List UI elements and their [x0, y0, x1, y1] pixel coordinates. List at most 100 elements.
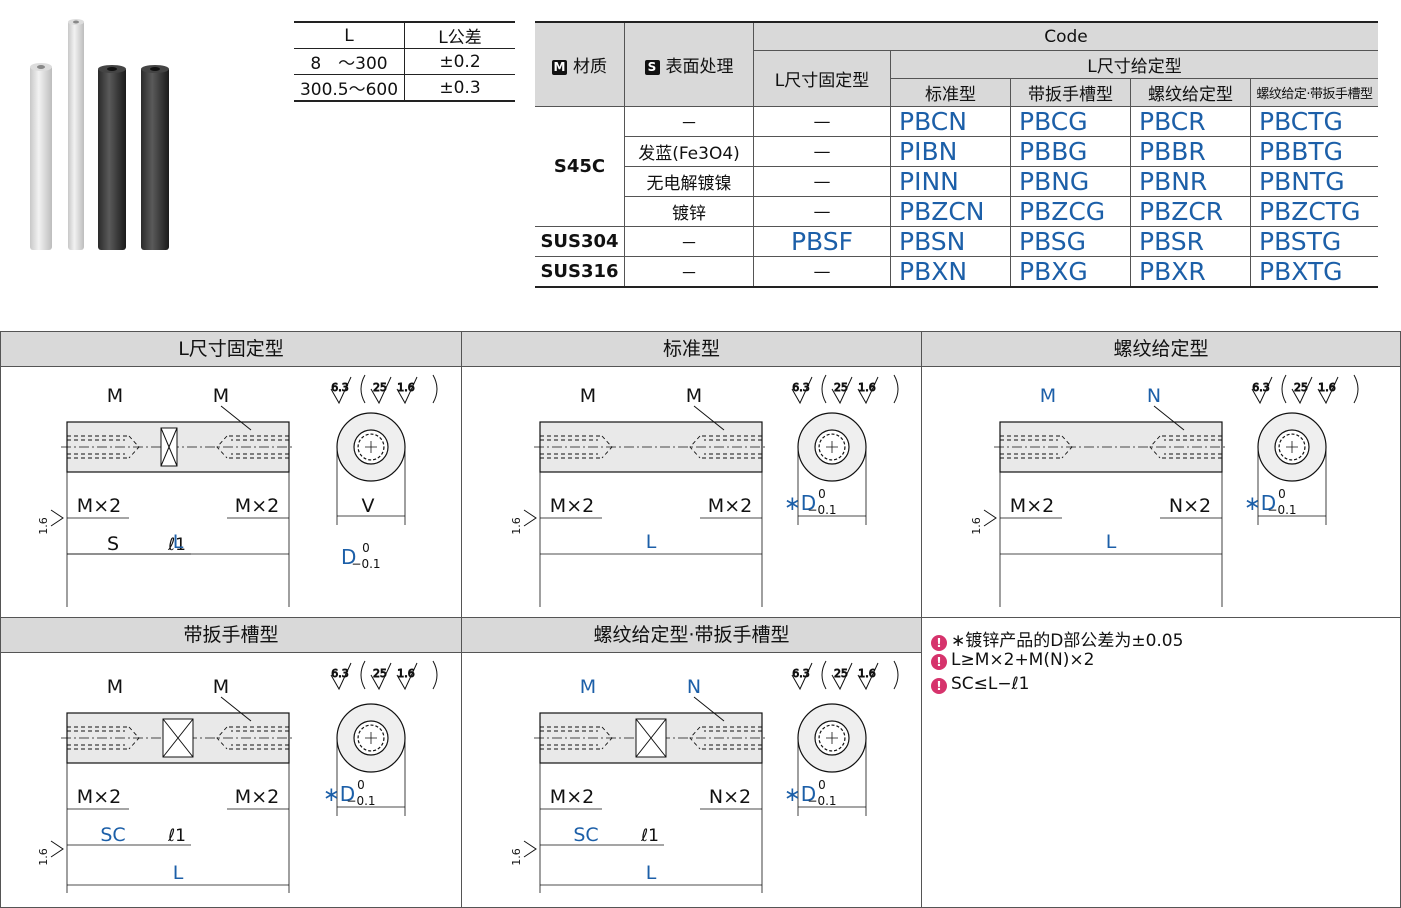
code-cell: PBBTG [1250, 136, 1378, 167]
tolerance-lower: −0.1 [351, 557, 380, 571]
thread-label-m: M [1040, 385, 1056, 407]
code-cell: PBSN [890, 226, 1011, 257]
code-cell: PBBG [1010, 136, 1131, 167]
material-m-icon: M [552, 60, 567, 75]
tolerance-lower: −0.1 [346, 794, 375, 808]
fixed-code: — [753, 256, 891, 288]
code-cell: PBXR [1130, 256, 1251, 288]
dim-v: V [362, 495, 375, 517]
dim-length: L [1106, 531, 1117, 553]
roughness-value: 25 [1294, 381, 1308, 394]
material-s45c: S45C [535, 106, 625, 227]
roughness-value: 25 [834, 667, 848, 680]
dim-s: S [107, 533, 119, 555]
roughness-value: 1.6 [37, 517, 50, 535]
sub-header-wrench: 带扳手槽型 [1010, 78, 1131, 107]
tolerance-upper: 0 [818, 487, 826, 501]
roughness-value: 25 [834, 381, 848, 394]
tolerance-lower: −0.1 [807, 503, 836, 517]
tolerance-lower: −0.1 [1267, 503, 1296, 517]
tolerance-upper: 0 [362, 541, 370, 555]
roughness-symbol: 6.3 25 1.6 [330, 660, 438, 691]
fixed-code: — [753, 136, 891, 167]
thread-hidden-lines [540, 726, 762, 750]
code-cell: PBXN [890, 256, 1011, 288]
code-cell: PBBR [1130, 136, 1251, 167]
tolerance-upper: 0 [1278, 487, 1286, 501]
roughness-value: 25 [373, 667, 387, 680]
tol-header-l: L [294, 21, 405, 49]
panel-title-thread-wrench: 螺纹给定型·带扳手槽型 [462, 618, 921, 653]
roughness-value: 1.6 [858, 381, 876, 394]
fixed-code: PBSF [753, 226, 891, 257]
surface-cell: － [624, 106, 754, 137]
fixed-type-header: L尺寸固定型 [753, 50, 891, 107]
surface-s-icon: S [644, 60, 660, 75]
code-cell: PINN [890, 166, 1011, 197]
tol-range: 300.5～600 [294, 74, 405, 102]
surface-cell: 无电解镀镍 [624, 166, 754, 197]
roughness-value: 1.6 [1318, 381, 1336, 394]
end-view-circle [1257, 412, 1327, 482]
dim-length: L [173, 862, 184, 884]
thread-label-n: M [213, 676, 229, 698]
panel-title-standard: 标准型 [462, 332, 921, 367]
tolerance-upper: 0 [357, 778, 365, 792]
thread-hidden-lines [1000, 435, 1222, 459]
code-cell: PBSG [1010, 226, 1131, 257]
diameter-label: ∗D [1244, 491, 1276, 515]
fixed-code: — [753, 166, 891, 197]
dim-nx2: M×2 [708, 495, 752, 517]
code-cell: PBSR [1130, 226, 1251, 257]
fixed-code: — [753, 106, 891, 137]
roughness-value: 6.3 [1252, 381, 1270, 394]
code-header: Code [753, 21, 1378, 51]
tol-range: 8 ～300 [294, 48, 405, 75]
thread-hidden-lines [67, 726, 289, 750]
surface-cell: 镀锌 [624, 196, 754, 227]
fixed-code: — [753, 196, 891, 227]
tol-header-tolerance: L公差 [404, 21, 515, 49]
diameter-label: ∗D [323, 782, 355, 806]
roughness-value: 6.3 [331, 381, 349, 394]
roughness-value: 1.6 [510, 517, 523, 535]
dim-mx2: M×2 [77, 786, 121, 808]
sub-header-thread: 螺纹给定型 [1130, 78, 1251, 107]
code-cell: PBZCR [1130, 196, 1251, 227]
dim-nx2: N×2 [709, 786, 751, 808]
roughness-symbol: 6.3 25 1.6 [330, 374, 438, 405]
code-cell: PBZCTG [1250, 196, 1378, 227]
length-tolerance-table: L L公差 8 ～300 ±0.2 300.5～600 ±0.3 [294, 21, 515, 102]
tolerance-lower: −0.1 [807, 794, 836, 808]
code-cell: PBCR [1130, 106, 1251, 137]
code-cell: PBNG [1010, 166, 1131, 197]
roughness-value: 6.3 [792, 381, 810, 394]
dim-length: L [646, 531, 657, 553]
tol-value: ±0.2 [404, 48, 515, 75]
thread-label-n: M [686, 385, 702, 407]
roughness-value: 1.6 [510, 848, 523, 866]
given-type-header: L尺寸给定型 [890, 50, 1378, 79]
code-cell: PBXTG [1250, 256, 1378, 288]
code-cell: PBCTG [1250, 106, 1378, 137]
diameter-label: ∗D [784, 491, 816, 515]
note-zinc-tolerance: !∗镀锌产品的D部公差为±0.05 [931, 626, 1183, 651]
roughness-value: 6.3 [331, 667, 349, 680]
end-view-circle [797, 703, 867, 773]
surface-cell: 发蓝(Fe3O4) [624, 136, 754, 167]
panel-title-fixed: L尺寸固定型 [1, 332, 461, 367]
dim-s: SC [573, 824, 598, 846]
code-cell: PBZCG [1010, 196, 1131, 227]
roughness-symbol: 6.3 25 1.6 [1251, 374, 1359, 405]
surface-cell: － [624, 226, 754, 257]
